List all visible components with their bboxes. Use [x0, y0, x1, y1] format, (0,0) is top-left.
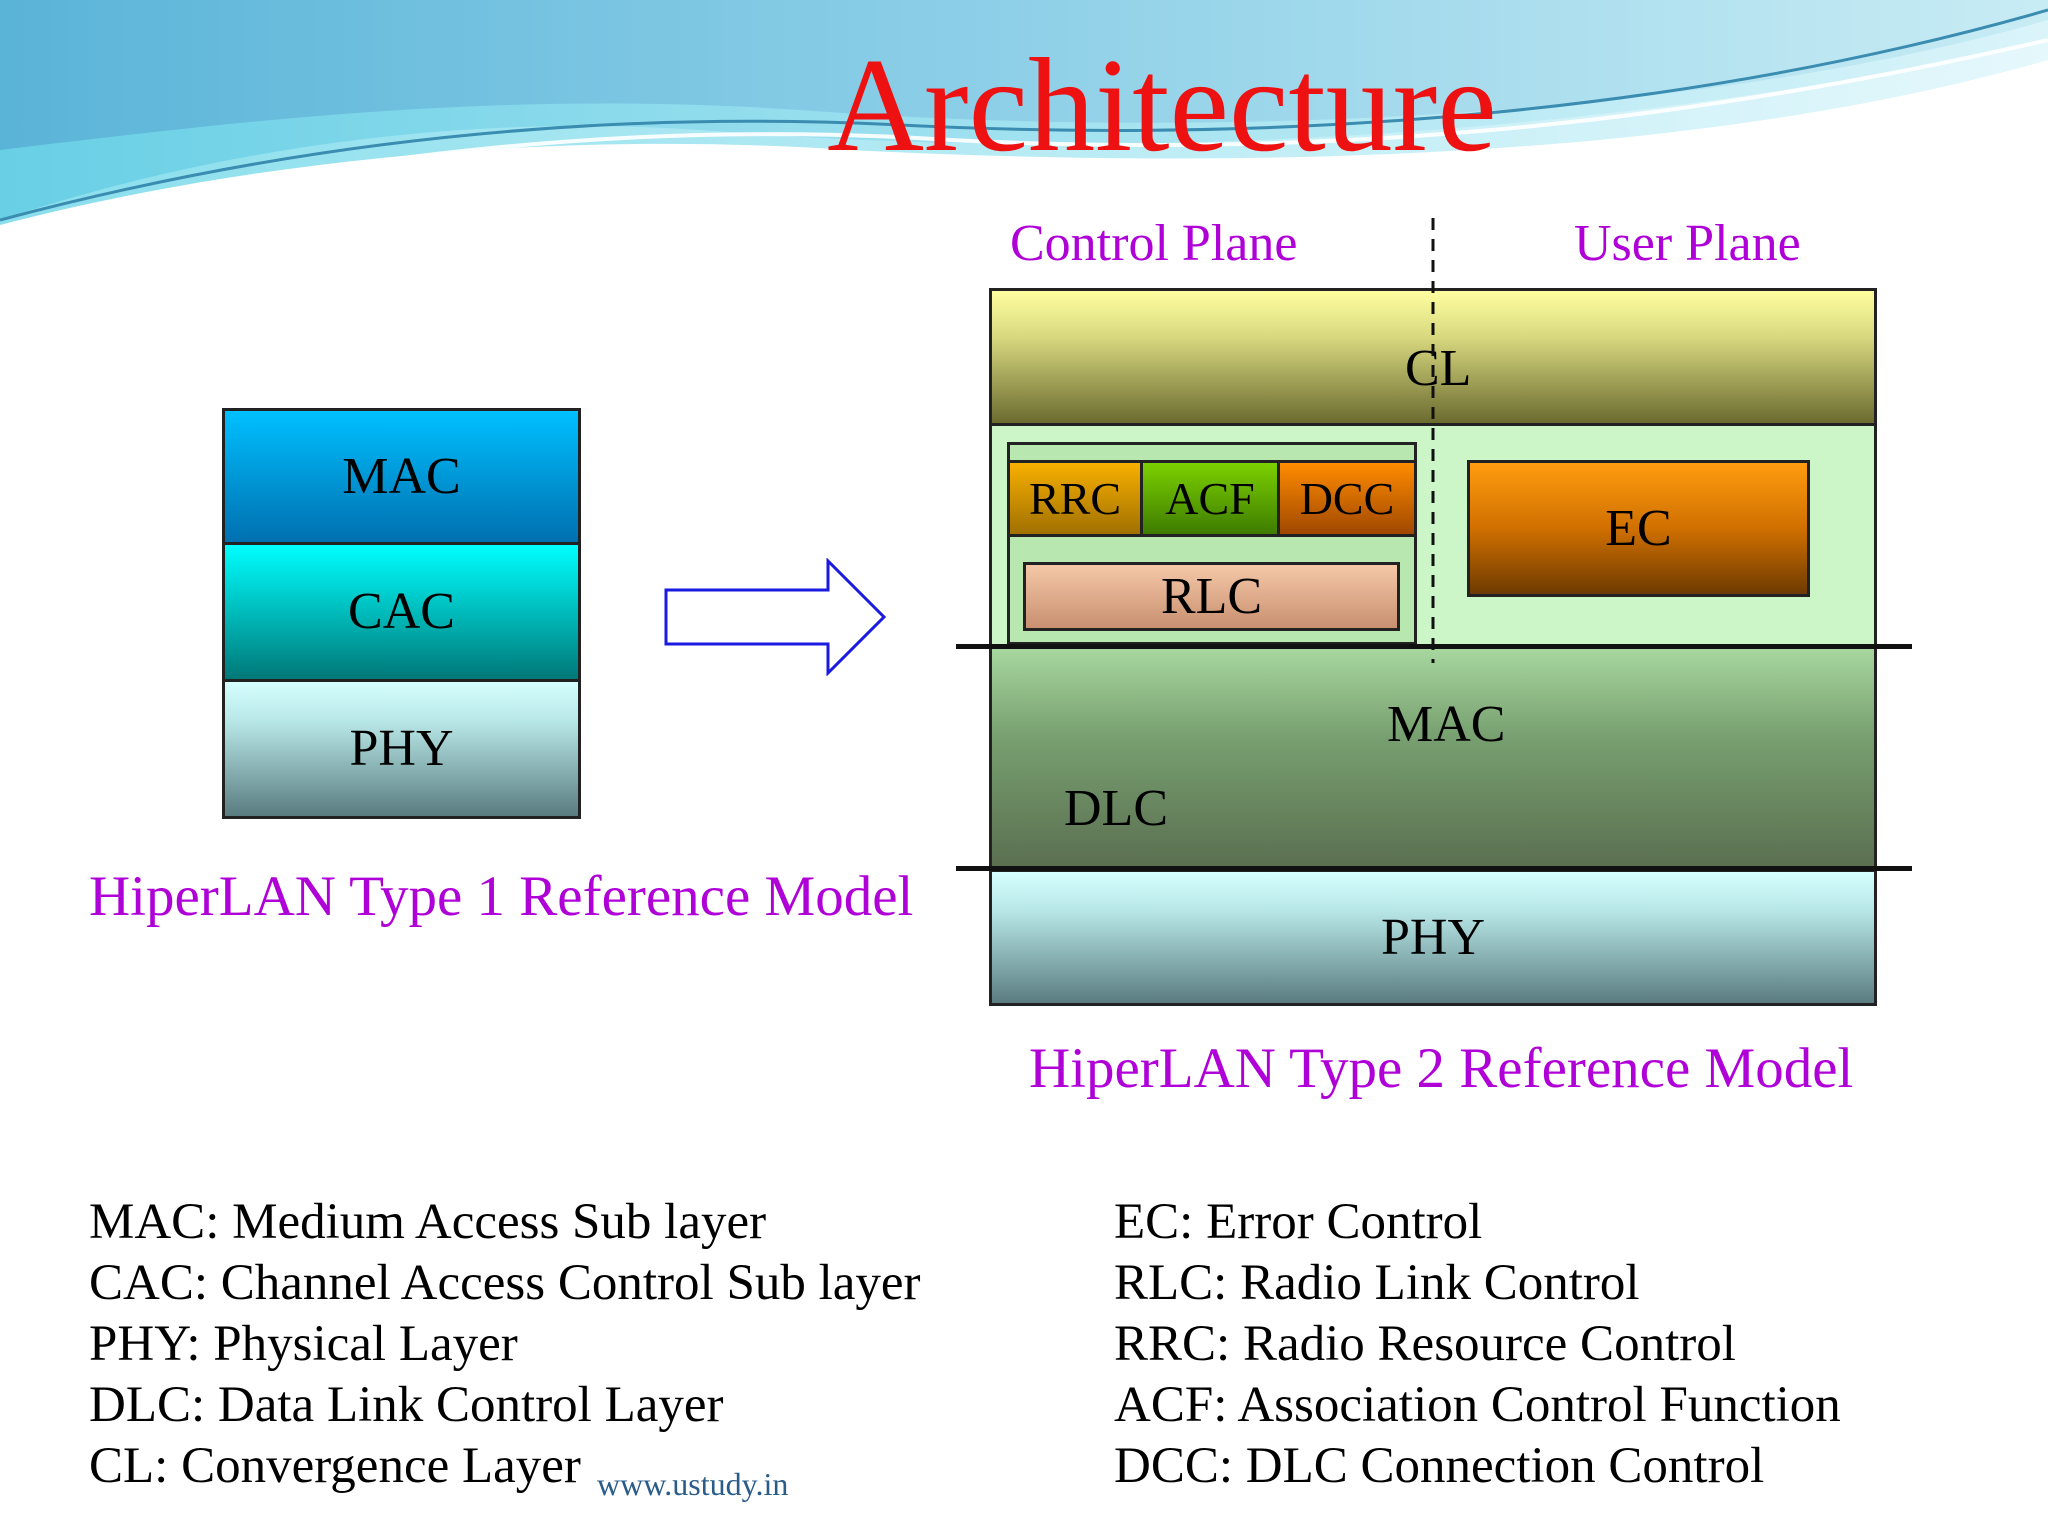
legend-item: PHY: Physical Layer [89, 1316, 518, 1372]
type2-ec-label: EC [1605, 499, 1672, 557]
page-title: Architecture [827, 31, 1497, 179]
type2-rrc-label: RRC [1028, 472, 1122, 524]
type1-phy-layer: PHY [222, 682, 581, 819]
type2-dcc-label: DCC [1299, 472, 1395, 524]
legend-item: RLC: Radio Link Control [1114, 1255, 1640, 1311]
type2-mac-dlc-layer: MAC DLC [989, 647, 1877, 869]
type1-cac-layer: CAC [222, 545, 581, 682]
type2-dcc-block: DCC [1280, 460, 1417, 537]
dlc-lower-boundary [956, 866, 1912, 871]
plane-divider [1431, 218, 1435, 663]
type1-mac-label: MAC [342, 447, 461, 505]
legend-item: EC: Error Control [1114, 1194, 1483, 1250]
legend-item: DCC: DLC Connection Control [1114, 1438, 1765, 1494]
type2-rlc-label: RLC [1160, 567, 1263, 625]
type2-dlc-label: DLC [1064, 780, 1168, 837]
type2-ec-block: EC [1467, 460, 1810, 597]
legend-right: EC: Error Control RLC: Radio Link Contro… [1114, 1192, 1841, 1497]
type2-acf-label: ACF [1165, 472, 1255, 524]
type2-acf-block: ACF [1143, 460, 1280, 537]
type2-cl-label: CL [1405, 340, 1472, 397]
legend-item: CAC: Channel Access Control Sub layer [89, 1255, 921, 1311]
type2-mac-label: MAC [1387, 696, 1506, 753]
type2-rrc-block: RRC [1007, 460, 1143, 537]
type2-phy-label: PHY [1380, 908, 1486, 966]
type1-phy-label: PHY [349, 720, 454, 777]
type2-rlc-block: RLC [1023, 562, 1400, 631]
legend-item: MAC: Medium Access Sub layer [89, 1194, 767, 1250]
watermark: www.ustudy.in [597, 1466, 789, 1502]
legend-item: CL: Convergence Layer [89, 1438, 581, 1494]
background-swoosh [0, 0, 2048, 234]
legend-left: MAC: Medium Access Sub layer CAC: Channe… [89, 1192, 921, 1497]
legend-item: ACF: Association Control Function [1114, 1377, 1841, 1433]
control-plane-label: Control Plane [1010, 215, 1298, 272]
type1-mac-layer: MAC [222, 408, 581, 545]
type2-phy-layer: PHY [989, 869, 1877, 1006]
legend-item: RRC: Radio Resource Control [1114, 1316, 1736, 1372]
legend-item: DLC: Data Link Control Layer [89, 1377, 724, 1433]
type1-cac-label: CAC [348, 583, 455, 640]
user-plane-label: User Plane [1574, 215, 1801, 272]
right-arrow-icon [664, 558, 887, 676]
type2-caption: HiperLAN Type 2 Reference Model [1029, 1037, 1854, 1100]
type1-caption: HiperLAN Type 1 Reference Model [89, 865, 914, 928]
